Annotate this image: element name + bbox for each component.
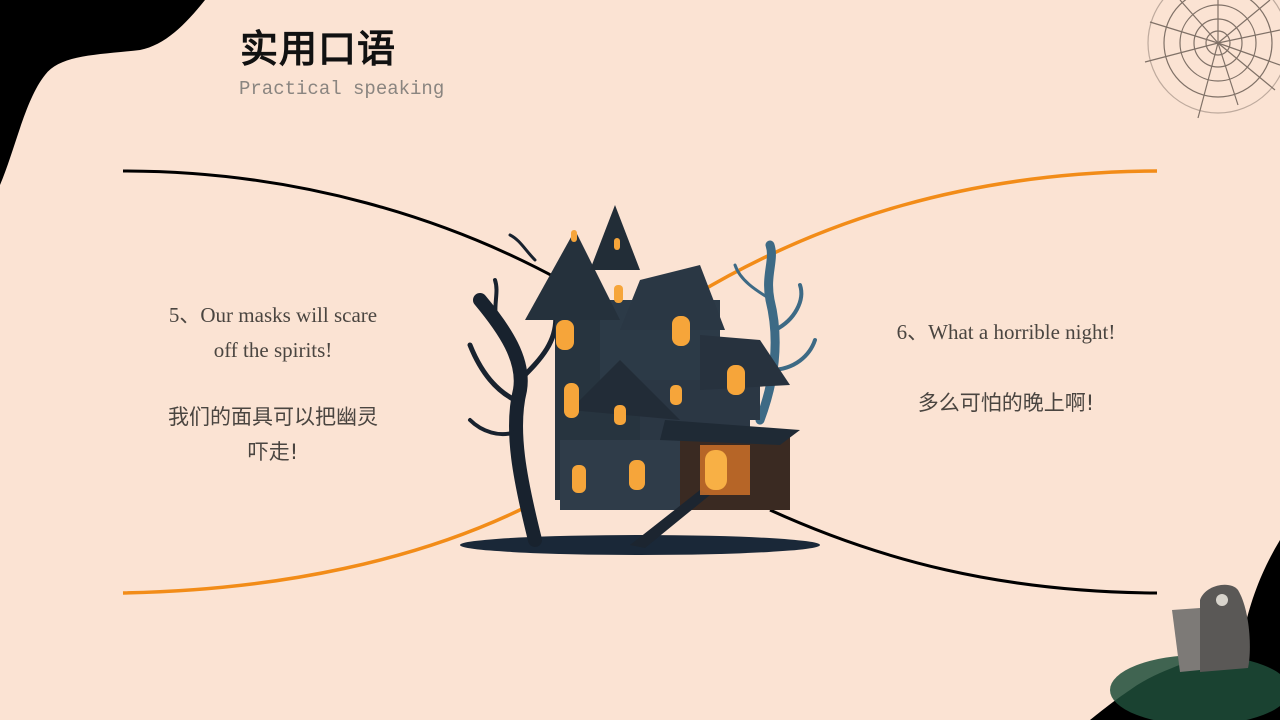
- grass-patch: [1110, 655, 1280, 720]
- phrase-5-chinese-line2: 吓走!: [247, 440, 299, 464]
- spider-web-icon: [1144, 0, 1280, 119]
- grim-reaper-tombstone-icon: [1172, 584, 1250, 672]
- black-curve-end: [769, 508, 1158, 595]
- phrase-6-chinese-line1: 多么可怕的晚上啊!: [917, 391, 1095, 415]
- dead-tree-left-icon: [467, 233, 559, 547]
- phrase-6: 6、What a horrible night! 多么可怕的晚上啊!: [870, 315, 1142, 421]
- orange-curve-end: [694, 169, 1158, 297]
- phrase-5-chinese-line1: 我们的面具可以把幽灵: [168, 405, 378, 429]
- house-body: [525, 205, 800, 548]
- phrase-5: 5、Our masks will scare off the spirits! …: [140, 298, 406, 470]
- phrase-6-english-line1: 6、What a horrible night!: [896, 320, 1116, 344]
- phrase-5-english-line2: off the spirits!: [213, 338, 333, 362]
- page-title: 实用口语: [240, 27, 397, 71]
- lit-windows: [556, 230, 745, 493]
- orange-curve: [122, 503, 531, 595]
- corner-blob-top-left: [0, 0, 205, 185]
- phrase-5-english-line1: 5、Our masks will scare: [168, 303, 378, 327]
- page-subtitle: Practical speaking: [239, 78, 445, 100]
- black-curve: [122, 169, 561, 282]
